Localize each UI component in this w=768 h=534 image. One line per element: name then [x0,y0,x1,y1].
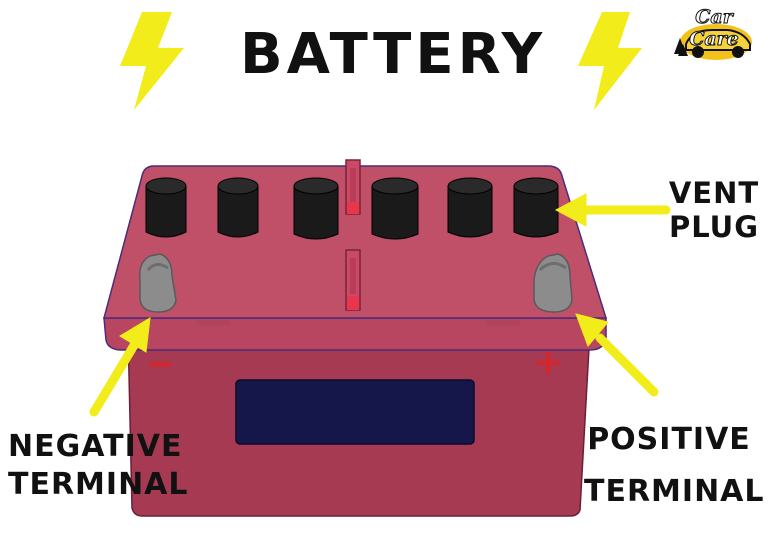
logo-text: Car Care [689,6,740,51]
negative-label-line2: TERMINAL [8,467,189,502]
car-icon [674,24,752,60]
arrow-icon-vent [554,193,671,227]
vent-label-line1: VENT [668,176,760,210]
positive-terminal-label: POSITIVE TERMINAL [584,414,765,518]
negative-label-line1: NEGATIVE [8,429,183,464]
negative-terminal-post [138,253,177,313]
arrow-icon-positive [575,313,659,397]
vent-plug-label: VENT PLUG [664,176,764,244]
vent-label-line2: PLUG [668,210,760,244]
negative-terminal-label: NEGATIVE TERMINAL [8,428,189,504]
minus-sign: − [146,344,175,384]
car-care-logo: Car Care [668,4,760,66]
vent-plugs [145,177,559,240]
plus-sign: + [533,342,564,383]
positive-label-line1: POSITIVE [587,422,751,457]
battery-window [235,379,475,445]
lightning-bolt-icon-right [578,12,642,110]
lightning-bolt-icon-left [120,12,184,110]
page-title: BATTERY [240,22,547,87]
positive-terminal-post [533,253,573,313]
arrow-icon-negative [89,317,151,417]
positive-label-line2: TERMINAL [584,474,765,509]
